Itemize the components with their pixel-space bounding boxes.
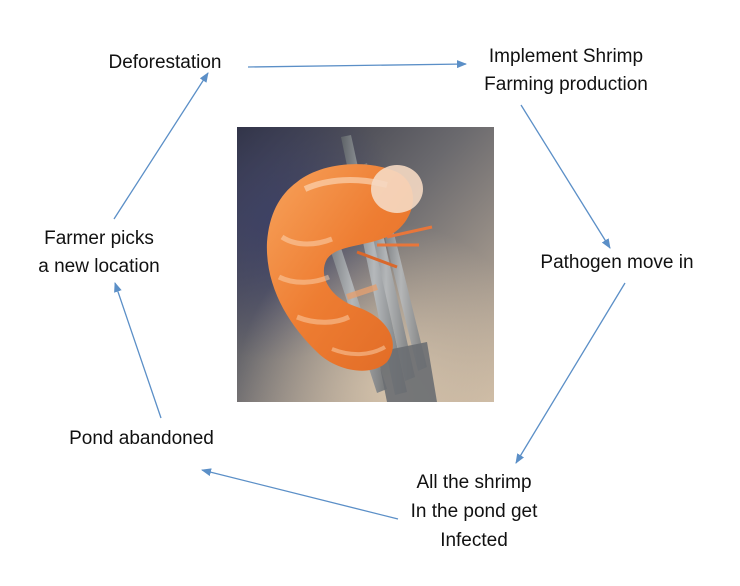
node-pathogen-move-in: Pathogen move in bbox=[522, 249, 712, 277]
shrimp-illustration bbox=[237, 127, 494, 402]
arrow-deforestation-to-implement bbox=[247, 60, 467, 69]
node-infected-line-2: In the pond get bbox=[410, 501, 538, 522]
node-implement-line-1: Implement Shrimp bbox=[488, 46, 644, 67]
arrow-infected-to-abandoned bbox=[201, 468, 399, 520]
shrimp-on-fork-photo bbox=[237, 127, 494, 402]
node-deforestation: Deforestation bbox=[90, 49, 240, 77]
arrow-farmer-to-deforestation bbox=[113, 72, 209, 220]
arrow-implement-to-pathogen bbox=[520, 104, 611, 249]
node-pathogen-line-1: Pathogen move in bbox=[540, 252, 694, 273]
node-shrimp-infected: All the shrimp In the pond get Infected bbox=[384, 468, 564, 555]
shrimp bbox=[266, 164, 433, 371]
node-infected-line-3: Infected bbox=[440, 530, 508, 551]
node-farmer-line-1: Farmer picks bbox=[44, 228, 154, 249]
node-infected-line-1: All the shrimp bbox=[416, 472, 532, 493]
node-farmer-line-2: a new location bbox=[38, 256, 160, 277]
arrow-abandoned-to-farmer bbox=[114, 282, 162, 419]
node-implement-shrimp-farming: Implement Shrimp Farming production bbox=[455, 43, 677, 99]
node-abandoned-line-1: Pond abandoned bbox=[69, 428, 214, 449]
node-deforestation-line-1: Deforestation bbox=[108, 52, 222, 73]
node-farmer-new-location: Farmer picks a new location bbox=[18, 225, 180, 281]
node-implement-line-2: Farming production bbox=[484, 74, 648, 95]
node-pond-abandoned: Pond abandoned bbox=[44, 425, 239, 453]
arrow-pathogen-to-infected bbox=[515, 282, 626, 464]
